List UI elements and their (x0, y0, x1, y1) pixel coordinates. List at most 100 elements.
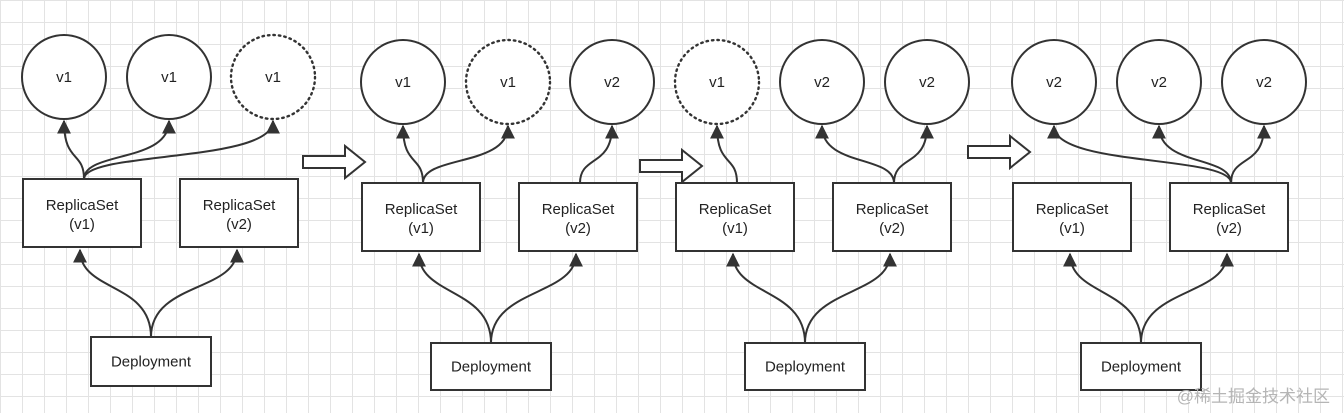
replicaset-node: ReplicaSet (v1) (1012, 182, 1132, 252)
replicaset-to-pod-edge (1230, 124, 1271, 184)
pod-node: v1 (673, 38, 761, 126)
pod-node: v2 (779, 39, 865, 125)
pod-node: v1 (126, 34, 212, 120)
replicaset-version: (v2) (879, 220, 905, 237)
deployment-label: Deployment (451, 359, 532, 376)
pod-circle (1116, 39, 1202, 125)
replicaset-version: (v2) (226, 216, 252, 233)
replicaset-version: (v1) (408, 220, 434, 237)
replicaset-version: (v1) (722, 220, 748, 237)
replicaset-box (675, 182, 795, 252)
pod-label: v2 (814, 74, 830, 91)
pod-label: v1 (265, 69, 281, 86)
pod-label: v1 (500, 74, 516, 91)
replicaset-title: ReplicaSet (1193, 201, 1266, 218)
pod-node: v2 (1221, 39, 1307, 125)
pod-node: v1 (229, 33, 317, 121)
pod-circle (1011, 39, 1097, 125)
replicaset-box (832, 182, 952, 252)
replicaset-title: ReplicaSet (46, 197, 119, 214)
deployment-label: Deployment (765, 359, 846, 376)
pod-label: v2 (1256, 74, 1272, 91)
pod-node: v2 (569, 39, 655, 125)
pod-label: v2 (1151, 74, 1167, 91)
pod-circle (126, 34, 212, 120)
replicaset-box (1012, 182, 1132, 252)
pod-circle (779, 39, 865, 125)
step-arrow (302, 143, 367, 181)
replicaset-box (361, 182, 481, 252)
deployment-to-replicaset-edge (1063, 252, 1142, 344)
pod-circle (1221, 39, 1307, 125)
replicaset-to-pod-edge (1152, 124, 1232, 184)
pod-node: v1 (360, 39, 446, 125)
pod-label: v2 (1046, 74, 1062, 91)
terminating-pod-circle (229, 33, 317, 121)
pod-circle (884, 39, 970, 125)
deployment-to-replicaset-edge (73, 248, 152, 338)
replicaset-version: (v2) (1216, 220, 1242, 237)
replicaset-title: ReplicaSet (203, 197, 276, 214)
replicaset-title: ReplicaSet (1036, 201, 1109, 218)
replicaset-node: ReplicaSet (v2) (1169, 182, 1289, 252)
pod-label: v1 (709, 74, 725, 91)
replicaset-version: (v2) (565, 220, 591, 237)
replicaset-box (179, 178, 299, 248)
replicaset-to-pod-edge (83, 119, 280, 180)
deployment-box (1080, 342, 1202, 391)
deployment-box (90, 336, 212, 387)
pod-circle (21, 34, 107, 120)
pod-label: v1 (161, 69, 177, 86)
terminating-pod-circle (673, 38, 761, 126)
replicaset-node: ReplicaSet (v2) (518, 182, 638, 252)
watermark: @稀土掘金技术社区 (1176, 387, 1330, 406)
pod-node: v2 (1011, 39, 1097, 125)
deployment-to-replicaset-edge (412, 252, 492, 344)
replicaset-to-pod-edge (57, 119, 85, 180)
replicaset-title: ReplicaSet (542, 201, 615, 218)
replicaset-to-pod-edge (422, 124, 515, 184)
deployment-to-replicaset-edge (726, 252, 806, 344)
replicaset-to-pod-edge (815, 124, 895, 184)
replicaset-to-pod-edge (1047, 124, 1232, 184)
deployment-box (744, 342, 866, 391)
terminating-pod-circle (464, 38, 552, 126)
replicaset-node: ReplicaSet (v2) (179, 178, 299, 248)
replicaset-node: ReplicaSet (v1) (675, 182, 795, 252)
replicaset-box (1169, 182, 1289, 252)
deployment-node: Deployment (744, 342, 866, 391)
replicaset-box (518, 182, 638, 252)
replicaset-box (22, 178, 142, 248)
replicaset-to-pod-edge (83, 119, 176, 180)
pod-label: v1 (395, 74, 411, 91)
replicaset-to-pod-edge (710, 124, 738, 184)
deployment-box (430, 342, 552, 391)
deployment-to-replicaset-edge (150, 248, 244, 338)
step-arrow (967, 133, 1032, 171)
pod-node: v2 (884, 39, 970, 125)
replicaset-version: (v1) (69, 216, 95, 233)
replicaset-node: ReplicaSet (v1) (361, 182, 481, 252)
pod-label: v1 (56, 69, 72, 86)
step-arrow (639, 147, 704, 185)
pod-node: v1 (464, 38, 552, 126)
replicaset-node: ReplicaSet (v2) (832, 182, 952, 252)
replicaset-title: ReplicaSet (385, 201, 458, 218)
deployment-to-replicaset-edge (804, 252, 897, 344)
pod-label: v2 (604, 74, 620, 91)
replicaset-version: (v1) (1059, 220, 1085, 237)
deployment-node: Deployment (1080, 342, 1202, 391)
replicaset-title: ReplicaSet (699, 201, 772, 218)
pod-label: v2 (919, 74, 935, 91)
pod-circle (569, 39, 655, 125)
replicaset-node: ReplicaSet (v1) (22, 178, 142, 248)
deployment-label: Deployment (1101, 359, 1182, 376)
replicaset-title: ReplicaSet (856, 201, 929, 218)
replicaset-to-pod-edge (579, 124, 619, 184)
pod-circle (360, 39, 446, 125)
deployment-to-replicaset-edge (1140, 252, 1234, 344)
deployment-node: Deployment (430, 342, 552, 391)
pod-node: v2 (1116, 39, 1202, 125)
deployment-node: Deployment (90, 336, 212, 387)
deployment-label: Deployment (111, 354, 192, 371)
